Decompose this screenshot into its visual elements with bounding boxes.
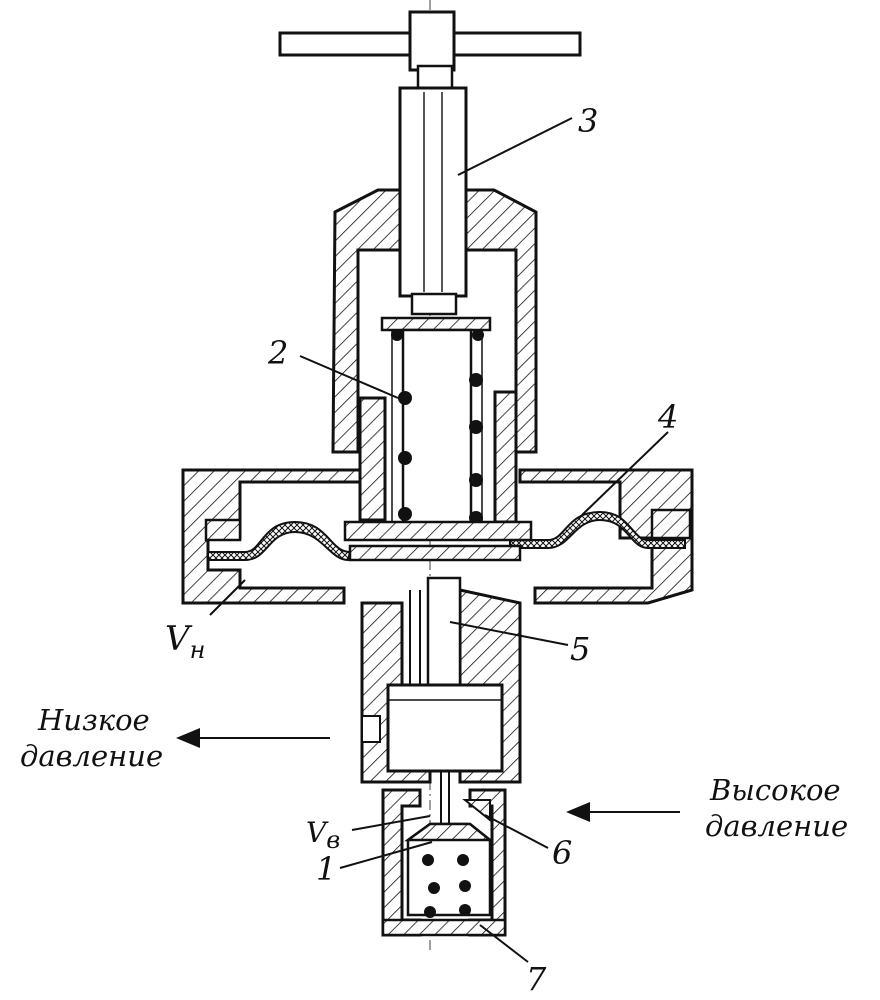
spring-guide: [358, 390, 518, 524]
flow-arrows: [176, 728, 680, 822]
label-vv: Vв: [306, 816, 340, 854]
label-7: 7: [526, 960, 547, 998]
label-4: 4: [657, 398, 678, 436]
valve-stem: [426, 576, 462, 830]
low-pressure-label-line1: Низкое: [37, 703, 150, 737]
spring-bonnet: [331, 188, 538, 454]
label-3: 3: [578, 102, 598, 140]
diaphragm-housing: [181, 468, 694, 605]
label-6: 6: [552, 834, 572, 872]
part-labels: 3 2 4 5 6 1 7 Vн Vв Низкое давление Высо…: [20, 102, 848, 998]
label-5: 5: [570, 630, 590, 668]
seat-block: [386, 683, 504, 773]
high-pressure-label-line1: Высокое: [709, 773, 841, 807]
adjusting-screw: [398, 86, 468, 316]
label-1: 1: [316, 850, 336, 888]
inlet-housing: [381, 788, 507, 937]
valve-body: [360, 588, 522, 784]
regulating-spring: [380, 316, 492, 528]
label-vn: Vн: [165, 619, 205, 664]
high-pressure-label-line2: давление: [705, 809, 848, 843]
adjustment-handle: [278, 10, 582, 92]
low-pressure-label-line2: давление: [20, 739, 163, 773]
label-2: 2: [267, 334, 288, 372]
diaphragm: [207, 510, 686, 562]
leader-lines: [209, 117, 669, 963]
valve-plug: [404, 822, 494, 918]
